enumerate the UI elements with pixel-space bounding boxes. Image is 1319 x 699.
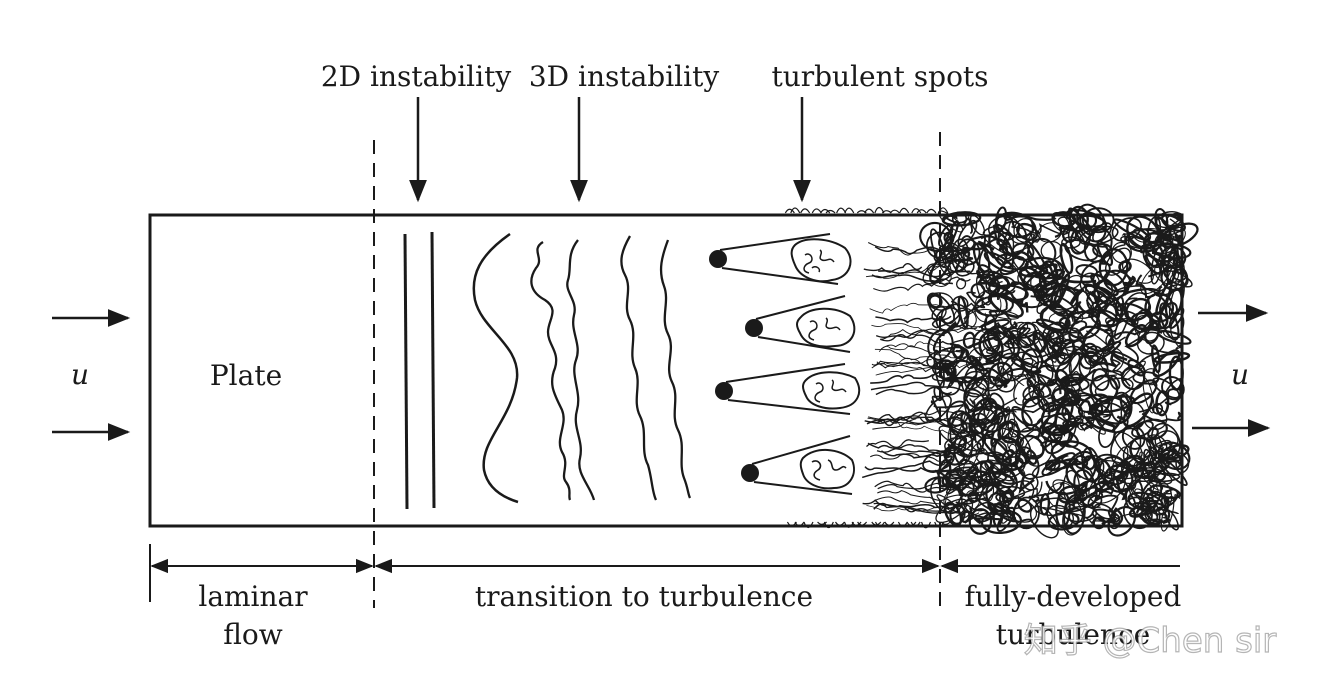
label-transition: transition to turbulence bbox=[475, 580, 813, 613]
label-laminar: laminar bbox=[198, 580, 308, 613]
label-fully-developed: fully-developed bbox=[965, 580, 1182, 613]
label-3d-instability: 3D instability bbox=[529, 60, 720, 93]
label-plate: Plate bbox=[210, 359, 282, 392]
wave-3d-1 bbox=[531, 242, 570, 500]
label-flow: flow bbox=[223, 618, 283, 651]
wave-3d-3 bbox=[621, 236, 656, 500]
label-u-outflow: u bbox=[1231, 358, 1249, 391]
wave-curved bbox=[474, 234, 518, 502]
turbulent-spot-1 bbox=[709, 234, 851, 284]
wave-2d-line-2 bbox=[432, 232, 434, 508]
turbulent-spot-2 bbox=[745, 296, 854, 352]
wave-3d-4 bbox=[661, 240, 690, 498]
watermark: 知乎 @Chen sir bbox=[1024, 621, 1277, 661]
turbulent-spot-3 bbox=[715, 364, 859, 414]
label-u-inflow: u bbox=[71, 358, 89, 391]
wave-2d-line-1 bbox=[405, 234, 407, 509]
label-2d-instability: 2D instability bbox=[321, 60, 512, 93]
turbulent-spot-4 bbox=[741, 436, 854, 494]
label-turbulent-spots: turbulent spots bbox=[771, 60, 988, 93]
wave-3d-2 bbox=[567, 240, 594, 500]
